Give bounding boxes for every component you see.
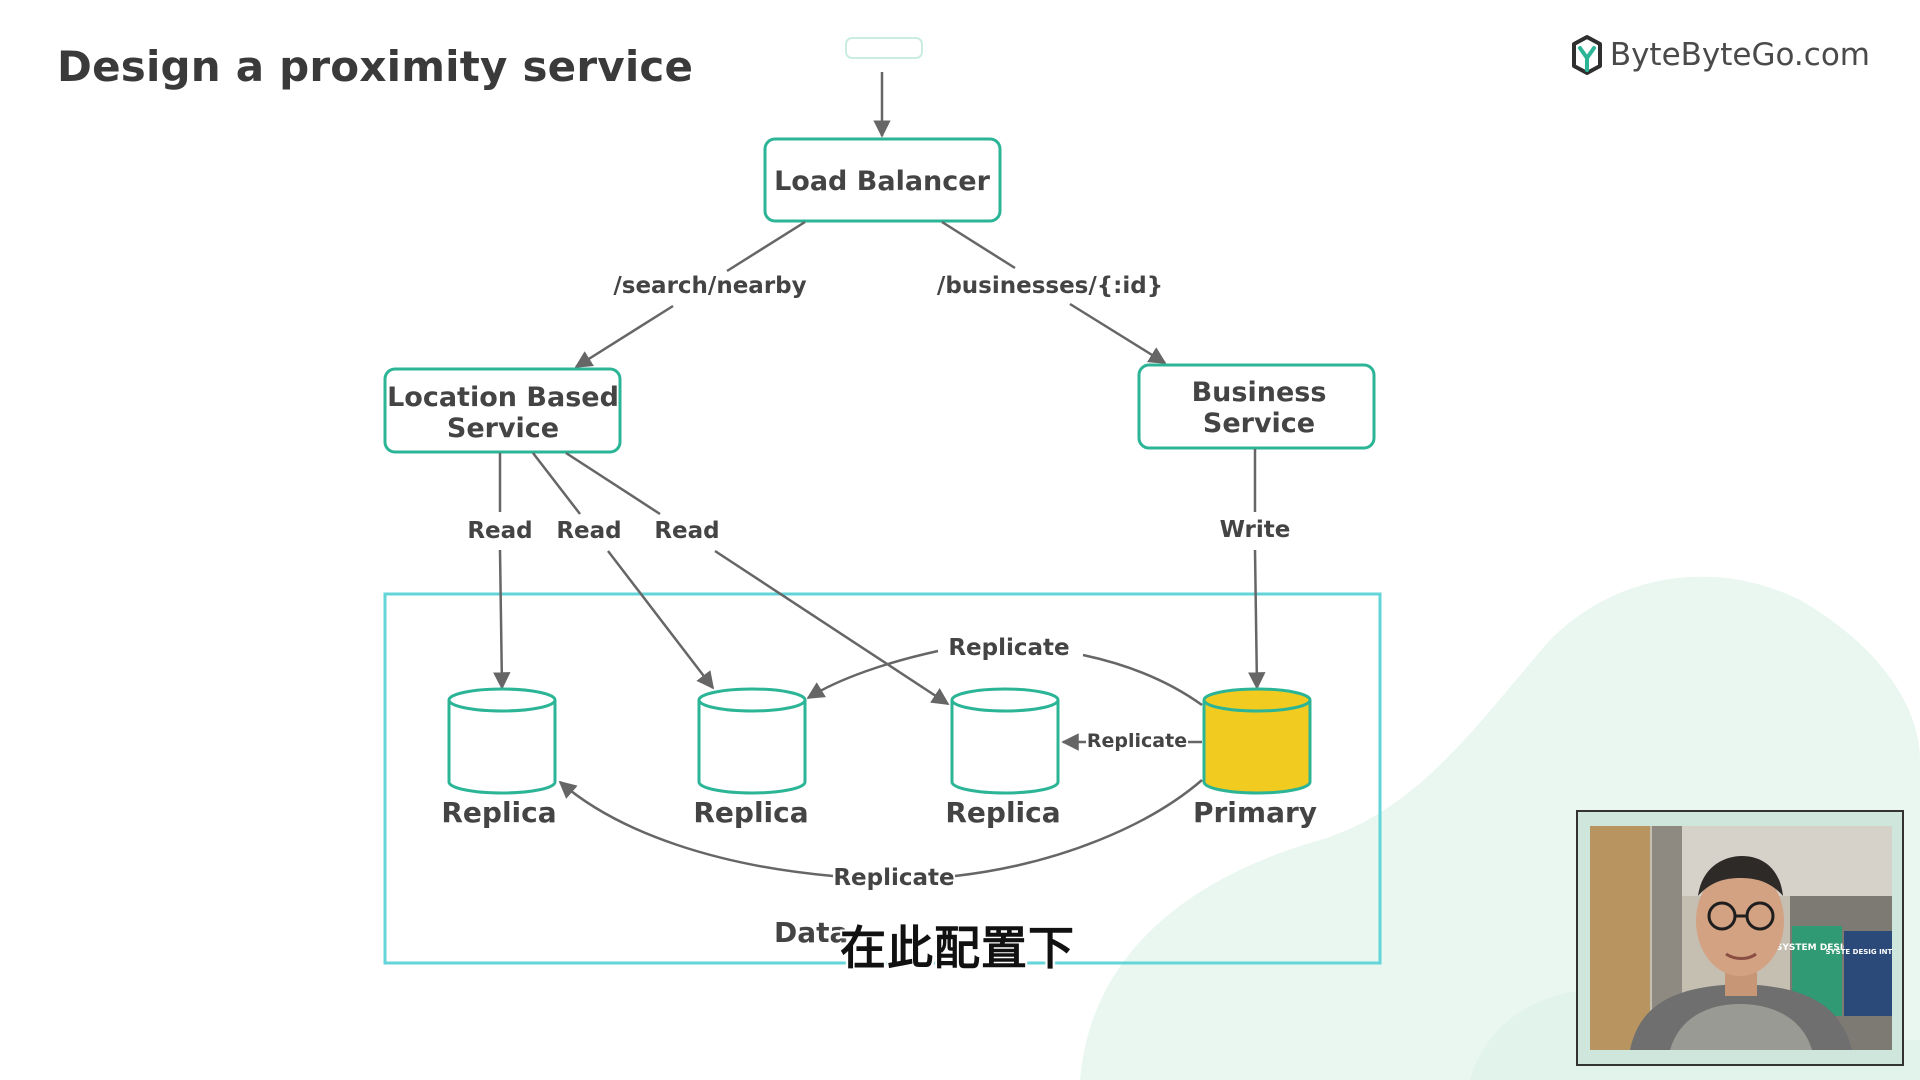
data-group-box [383, 592, 1382, 965]
businesses-route-label: /businesses/{:id} [937, 273, 1163, 299]
write-arrow [1248, 549, 1266, 690]
load-balancer-label: Load Balancer [774, 166, 991, 197]
replica-db-1-label: Replica [441, 796, 556, 829]
presenter-illustration: SYSTEM DESIGN SYSTE DESIG INTERVI [1590, 826, 1892, 1050]
primary-db-label: Primary [1193, 796, 1317, 829]
location-based-service-node[interactable]: Location Based Service [383, 367, 622, 454]
replica-db-2[interactable]: Replica [693, 687, 809, 829]
data-group-label: Data [774, 916, 848, 949]
replica-db-1[interactable]: Replica [441, 687, 557, 829]
replicate-bottom-curve-left [558, 780, 834, 878]
replica-db-3-label: Replica [945, 796, 1060, 829]
replicate-label-bottom: Replicate [833, 865, 954, 891]
page-title: Design a proximity service [57, 42, 694, 91]
read-arrow-3 [714, 549, 950, 706]
business-service-node[interactable]: Business Service [1137, 363, 1376, 450]
location-service-label-line2: Service [447, 413, 559, 444]
read-label-2: Read [556, 518, 621, 544]
load-balancer-node[interactable]: Load Balancer [763, 137, 1002, 223]
bytebytego-logo-icon [1571, 35, 1602, 75]
webcam-video-frame: SYSTEM DESIGN SYSTE DESIG INTERVI [1590, 826, 1892, 1050]
replica-db-2-label: Replica [693, 796, 808, 829]
read-line-2-top [532, 452, 581, 515]
read-arrow-2 [607, 550, 715, 690]
lb-to-business-arrow [1069, 302, 1167, 365]
book-title-2: SYSTE DESIG INTERVI [1826, 948, 1893, 956]
brand-logo[interactable]: ByteByteGo.com [1570, 34, 1870, 76]
replicate-bottom-curve-right [954, 779, 1203, 878]
video-subtitle: 在此配置下 [840, 921, 1075, 975]
brand-name: ByteByteGo.com [1609, 37, 1870, 73]
lb-to-location-line [726, 220, 806, 273]
client-box-partial [845, 37, 923, 59]
read-line-3-top [565, 451, 661, 516]
book-title-1: SYSTEM DESIGN [1776, 943, 1858, 953]
business-service-label-line1: Business [1192, 377, 1327, 408]
read-label-1: Read [467, 518, 532, 544]
read-label-3: Read [654, 518, 719, 544]
business-service-label-line2: Service [1203, 408, 1315, 439]
location-service-label-line1: Location Based [387, 382, 619, 413]
replica-db-3[interactable]: Replica [945, 687, 1061, 829]
write-label: Write [1220, 517, 1291, 543]
replicate-top-curve-left [806, 649, 939, 700]
read-arrow-1 [493, 549, 511, 690]
primary-db[interactable]: Primary [1193, 687, 1317, 829]
lb-to-location-arrow [574, 304, 674, 369]
book-cover-2 [1844, 931, 1892, 1016]
search-route-label: /search/nearby [613, 273, 806, 299]
replicate-top-curve-right [1082, 653, 1203, 707]
replicate-label-mid: Replicate [1087, 730, 1187, 752]
lb-to-business-line [941, 220, 1016, 270]
webcam-overlay[interactable]: SYSTEM DESIGN SYSTE DESIG INTERVI [1576, 810, 1904, 1066]
replicate-label-top: Replicate [948, 635, 1069, 661]
